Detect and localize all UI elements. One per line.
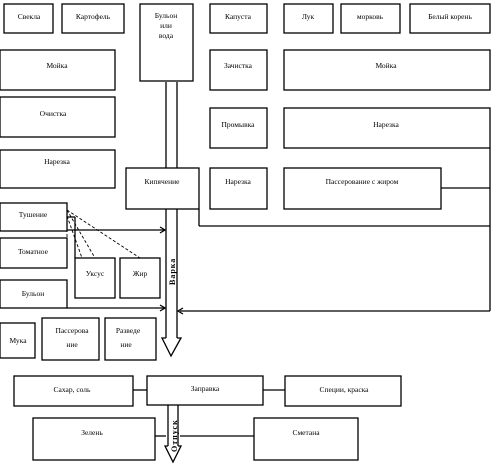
sugar-salt-label: Сахар, соль [54, 385, 92, 394]
sour-cream-label: Сметана [292, 428, 320, 437]
vinegar-box [74, 257, 116, 299]
fat-label: Жир [133, 269, 148, 278]
spices-label: Специи, краска [319, 385, 369, 394]
dilution-box [104, 317, 157, 361]
veg-saute-label: Пассерование с жиром [326, 177, 399, 186]
cabbage-cut-label: Нарезка [225, 177, 251, 186]
cabbage-label: Капуста [225, 12, 252, 21]
dressing-box [146, 375, 264, 406]
sugar-salt-box [13, 375, 134, 407]
sauteed-label-line1: Пассерова [55, 326, 89, 335]
main-flow-arrow [160, 82, 183, 358]
dashed-connectors [66, 209, 141, 259]
cabbage-clean-box [209, 49, 268, 91]
veg-wash-box [283, 49, 491, 91]
cabbage-cut-box [209, 167, 268, 210]
sour-cream-box [253, 417, 359, 461]
veg-wash-label: Мойка [375, 61, 397, 70]
carrot-label: морковь [357, 12, 384, 21]
dressing-label: Заправка [191, 384, 220, 393]
flour-label: Мука [9, 336, 27, 345]
onion-box [283, 3, 334, 34]
beet-label: Свекла [18, 12, 41, 21]
left-broth-box [0, 279, 68, 309]
veg-saute-box [283, 167, 442, 210]
tomato-box [0, 237, 68, 269]
broth-label-line2: или [160, 21, 172, 30]
dilution-label-line1: Разведе [116, 326, 141, 335]
stew-box [0, 202, 68, 232]
bottom-flow-arrow [163, 405, 183, 464]
boiling-box [125, 167, 200, 210]
cut-box [0, 149, 116, 189]
carrot-box [340, 3, 401, 34]
potato-label: Картофель [76, 12, 111, 21]
peel-box [0, 96, 116, 138]
left-broth-label: Бульон [22, 289, 44, 298]
fat-box [119, 257, 161, 299]
stew-label: Тушение [19, 210, 48, 219]
cabbage-rinse-box [209, 107, 268, 149]
cut-label: Нарезка [44, 157, 70, 166]
cabbage-rinse-label: Промывка [222, 120, 256, 129]
broth-label-line3: вода [159, 31, 174, 40]
wash-label: Мойка [46, 61, 68, 70]
dilution-label-line2: ние [120, 340, 132, 349]
white-root-label: Белый корень [428, 12, 472, 21]
wash-box [0, 49, 116, 91]
peel-label: Очистка [40, 109, 67, 118]
flour-box [0, 322, 36, 359]
connector-lines [67, 148, 491, 391]
greens-label: Зелень [81, 428, 103, 437]
onion-label: Лук [302, 12, 315, 21]
cabbage-clean-label: Зачистка [224, 61, 253, 70]
serving-flow-label: Отпуск [170, 419, 179, 452]
boiling-label: Кипячение [145, 177, 181, 186]
potato-box [61, 3, 125, 34]
cabbage-box [209, 3, 268, 34]
sauteed-label-line2: ние [66, 340, 78, 349]
vinegar-label: Уксус [86, 269, 105, 278]
broth-water-box [139, 3, 194, 82]
broth-label-line1: Бульон [155, 11, 177, 20]
white-root-box [409, 3, 491, 34]
beet-box [3, 3, 54, 34]
cooking-flow-label: Варка [168, 258, 177, 285]
tomato-label: Томатное [18, 247, 49, 256]
veg-cut-label: Нарезка [373, 120, 399, 129]
spices-box [284, 375, 402, 407]
sauteed-box [41, 317, 100, 361]
veg-cut-box [283, 107, 491, 149]
greens-box [32, 417, 156, 461]
